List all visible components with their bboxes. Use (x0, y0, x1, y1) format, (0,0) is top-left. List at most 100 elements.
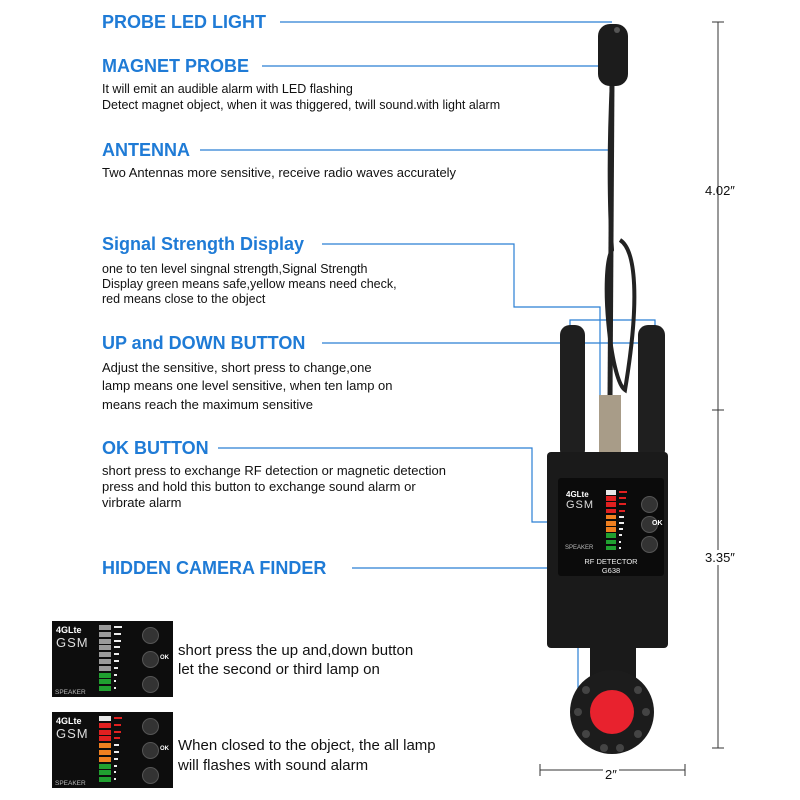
camera-finder-lens (590, 690, 634, 734)
example-low-caption-2: let the second or third lamp on (178, 661, 380, 678)
signal-lamp-tick (114, 660, 119, 662)
antenna-right (638, 325, 665, 460)
example-panel-low: 4GLte GSM SPEAKER OK (52, 621, 173, 697)
device-name-plate: RF DETECTOR G638 (560, 557, 662, 575)
signal-lamp-tick (114, 723, 122, 726)
device-down-button[interactable] (641, 536, 658, 553)
device-model: G638 (601, 566, 621, 575)
signal-lamp (606, 490, 616, 495)
signal-lamp-tick (114, 673, 118, 676)
ok-desc-3: virbrate alarm (102, 495, 182, 510)
signal-lamp (99, 659, 111, 664)
signal-lamp-tick (619, 509, 625, 512)
panel-up-button (142, 627, 159, 644)
device-display-panel (558, 478, 664, 576)
updown-desc-1: Adjust the sensitive, short press to cha… (102, 360, 372, 375)
signal-lamp (606, 496, 616, 501)
signal-lamp-tick (619, 497, 627, 500)
signal-lamp (606, 533, 616, 538)
signal-lamp-tick (619, 515, 625, 518)
example-panel-full: 4GLte GSM SPEAKER OK (52, 712, 173, 788)
signal-lamp-tick (114, 653, 120, 656)
antenna-desc: Two Antennas more sensitive, receive rad… (102, 165, 457, 180)
signal-lamp (99, 736, 111, 742)
heading-updown: UP and DOWN BUTTON (102, 333, 306, 353)
updown-desc-2: lamp means one level sensitive, when ten… (102, 378, 393, 393)
panel-ok-label: OK (160, 655, 169, 661)
signal-lamp-tick (619, 534, 623, 537)
panel-logo: 4GLte (56, 625, 82, 635)
panel-down-button (142, 676, 159, 693)
dimension-total-height: 4.02″ (705, 183, 735, 198)
signal-lamp-tick (114, 626, 122, 628)
signal-lamp-tick (619, 546, 621, 549)
heading-antenna: ANTENNA (102, 140, 190, 160)
updown-desc-3: means reach the maximum sensitive (102, 397, 313, 412)
panel-speaker-label: SPEAKER (55, 689, 86, 696)
signal-desc-3: red means close to the object (102, 292, 266, 306)
signal-lamp-tick (114, 737, 120, 740)
signal-lamp-tick (114, 771, 117, 774)
antenna-left (560, 325, 585, 460)
signal-lamp-tick (114, 717, 122, 719)
panel-down-button (142, 767, 159, 784)
gooseneck (607, 79, 615, 401)
device-name: RF DETECTOR (584, 557, 638, 566)
device-gsm-label: GSM (566, 499, 595, 511)
signal-lamp (99, 763, 111, 769)
heading-magnet-probe: MAGNET PROBE (102, 56, 250, 76)
panel-ok-button (142, 742, 159, 759)
signal-lamp (99, 686, 111, 692)
signal-lamp-tick (114, 757, 118, 760)
device-speaker-label: SPEAKER (565, 545, 594, 551)
signal-lamp (99, 756, 111, 762)
signal-desc-2: Display green means safe,yellow means ne… (102, 277, 397, 291)
panel-ok-label: OK (160, 746, 169, 752)
signal-lamp (606, 521, 616, 526)
signal-lamp-tick (619, 540, 622, 543)
signal-lamp (99, 722, 111, 728)
ok-desc-2: press and hold this button to exchange s… (102, 479, 416, 494)
signal-lamp-tick (619, 522, 624, 524)
signal-lamp-tick (114, 639, 121, 642)
panel-logo: 4GLte (56, 716, 82, 726)
panel-speaker-label: SPEAKER (55, 780, 86, 787)
signal-lamp (99, 638, 111, 644)
signal-lamp (99, 652, 111, 658)
signal-lamp (606, 539, 616, 545)
device-ok-button[interactable] (641, 516, 658, 533)
example-low-caption-1: short press the up and,down button (178, 642, 414, 659)
signal-desc-1: one to ten level singnal strength,Signal… (102, 262, 368, 276)
signal-lamp (99, 729, 111, 735)
signal-lamp (99, 631, 111, 637)
signal-lamp (99, 672, 111, 678)
panel-gsm-label: GSM (56, 635, 89, 650)
device-up-button[interactable] (641, 496, 658, 513)
signal-lamp-tick (114, 751, 119, 753)
signal-lamp-tick (114, 666, 118, 669)
callout-camera (352, 567, 579, 690)
magnet-probe-desc-2: Detect magnet object, when it was thigge… (102, 98, 501, 112)
signal-lamp-tick (619, 528, 623, 531)
device-ok-label: OK (652, 520, 663, 527)
signal-lamp (99, 777, 111, 783)
magnet-probe-head (598, 24, 628, 86)
signal-lamp (606, 502, 616, 507)
signal-lamp-tick (114, 687, 116, 690)
signal-lamp (99, 679, 111, 685)
signal-lamp (606, 545, 616, 551)
panel-ok-button (142, 651, 159, 668)
heading-signal: Signal Strength Display (102, 234, 305, 254)
signal-lamp (606, 508, 616, 514)
signal-lamp-tick (114, 764, 118, 767)
ok-desc-1: short press to exchange RF detection or … (102, 463, 446, 478)
signal-lamp (99, 743, 111, 749)
signal-lamp (606, 527, 616, 532)
signal-lamp (99, 645, 111, 651)
signal-lamp-tick (114, 680, 117, 683)
device-logo: 4GLte (566, 490, 589, 499)
heading-probe-led: PROBE LED LIGHT (102, 12, 267, 32)
signal-lamp-tick (114, 632, 122, 635)
